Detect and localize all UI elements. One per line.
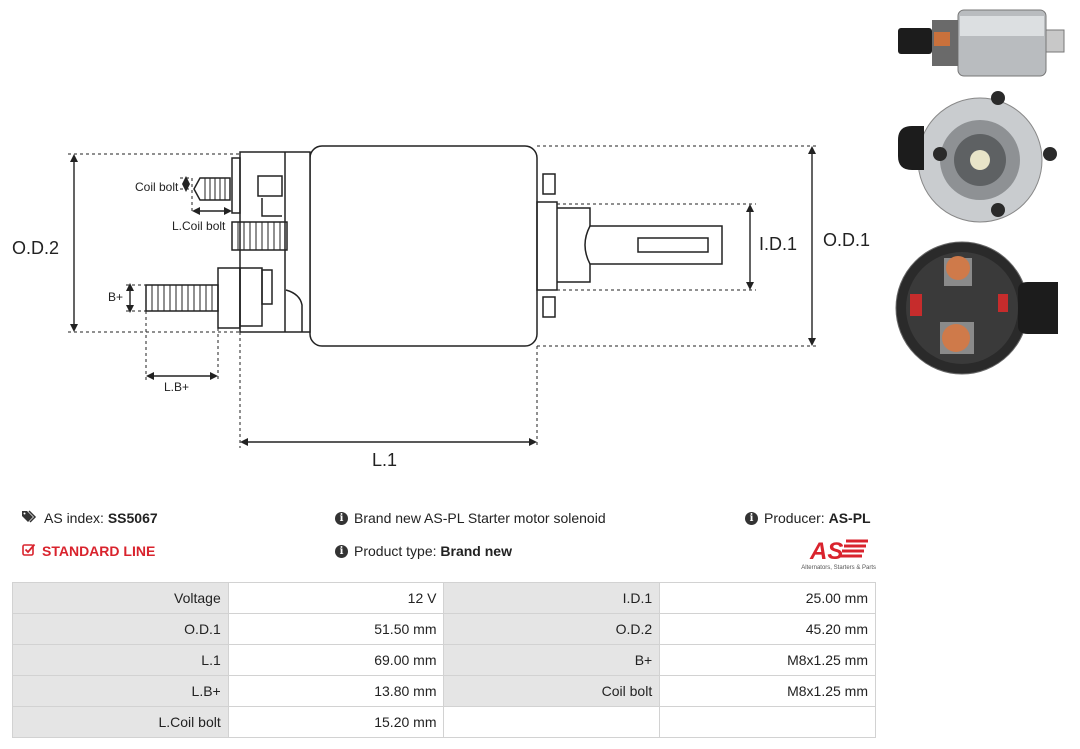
spec-label: L.1 <box>12 644 229 676</box>
logo-mark: AS <box>809 538 843 565</box>
spec-value-empty <box>659 706 876 738</box>
info-icon: i <box>335 511 348 525</box>
product-type: i Product type: Brand new <box>335 543 512 559</box>
spec-label: Coil bolt <box>443 675 661 707</box>
producer-value: AS-PL <box>828 510 871 526</box>
product-photo-front[interactable] <box>890 90 1075 230</box>
logo-tagline: Alternators, Starters & Parts <box>801 565 876 571</box>
product-type-label: Product type: <box>354 543 437 559</box>
spec-value: 69.00 mm <box>227 644 445 676</box>
producer: i Producer: AS-PL <box>745 510 871 526</box>
label-l1: L.1 <box>372 450 397 470</box>
label-b-plus: B+ <box>108 290 123 304</box>
spec-value: M8x1.25 mm <box>659 675 876 707</box>
standard-line-text: STANDARD LINE <box>42 543 156 559</box>
label-od2: O.D.2 <box>12 238 59 258</box>
label-id1: I.D.1 <box>759 234 797 254</box>
check-square-icon <box>22 543 36 559</box>
product-type-value: Brand new <box>440 543 512 559</box>
as-index: AS index: SS5067 <box>22 510 158 526</box>
spec-label: O.D.2 <box>443 613 661 645</box>
spec-label-empty <box>443 706 661 738</box>
spec-label: O.D.1 <box>12 613 229 645</box>
spec-label: B+ <box>443 644 661 676</box>
producer-label: Producer: <box>764 510 825 526</box>
spec-value: 25.00 mm <box>659 582 876 614</box>
standard-line-badge: STANDARD LINE <box>22 543 155 559</box>
spec-value: 13.80 mm <box>227 675 445 707</box>
spec-value: M8x1.25 mm <box>659 644 876 676</box>
label-l-b-plus: L.B+ <box>164 380 189 394</box>
spec-label: Voltage <box>12 582 229 614</box>
label-coil-bolt: Coil bolt <box>135 180 179 194</box>
product-photo-side[interactable] <box>890 4 1075 84</box>
as-index-label: AS index: <box>44 510 104 526</box>
spec-table: Voltage 12 V I.D.1 25.00 mm O.D.1 51.50 … <box>12 582 876 738</box>
product-photo-back[interactable] <box>890 238 1075 378</box>
spec-value: 15.20 mm <box>227 706 445 738</box>
spec-label: L.Coil bolt <box>12 706 229 738</box>
spec-label: L.B+ <box>12 675 229 707</box>
spec-value: 12 V <box>227 582 445 614</box>
as-index-value: SS5067 <box>107 510 158 526</box>
table-row: Voltage 12 V I.D.1 25.00 mm <box>12 582 876 614</box>
tags-icon <box>22 510 38 526</box>
as-pl-logo: AS Alternators, Starters & Parts <box>801 538 876 571</box>
table-row: L.Coil bolt 15.20 mm <box>12 706 876 738</box>
table-row: O.D.1 51.50 mm O.D.2 45.20 mm <box>12 613 876 645</box>
table-row: L.B+ 13.80 mm Coil bolt M8x1.25 mm <box>12 675 876 707</box>
spec-label: I.D.1 <box>443 582 661 614</box>
spec-value: 51.50 mm <box>227 613 445 645</box>
table-row: L.1 69.00 mm B+ M8x1.25 mm <box>12 644 876 676</box>
product-description: i Brand new AS-PL Starter motor solenoid <box>335 510 606 526</box>
spec-value: 45.20 mm <box>659 613 876 645</box>
solenoid-dimension-diagram: O.D.2 O.D.1 I.D.1 L.1 Coil bolt L.Coil b… <box>12 145 870 470</box>
product-description-text: Brand new AS-PL Starter motor solenoid <box>354 510 606 526</box>
label-od1: O.D.1 <box>823 230 870 250</box>
info-icon: i <box>745 511 758 525</box>
label-l-coil-bolt: L.Coil bolt <box>172 219 226 233</box>
info-icon: i <box>335 544 348 558</box>
